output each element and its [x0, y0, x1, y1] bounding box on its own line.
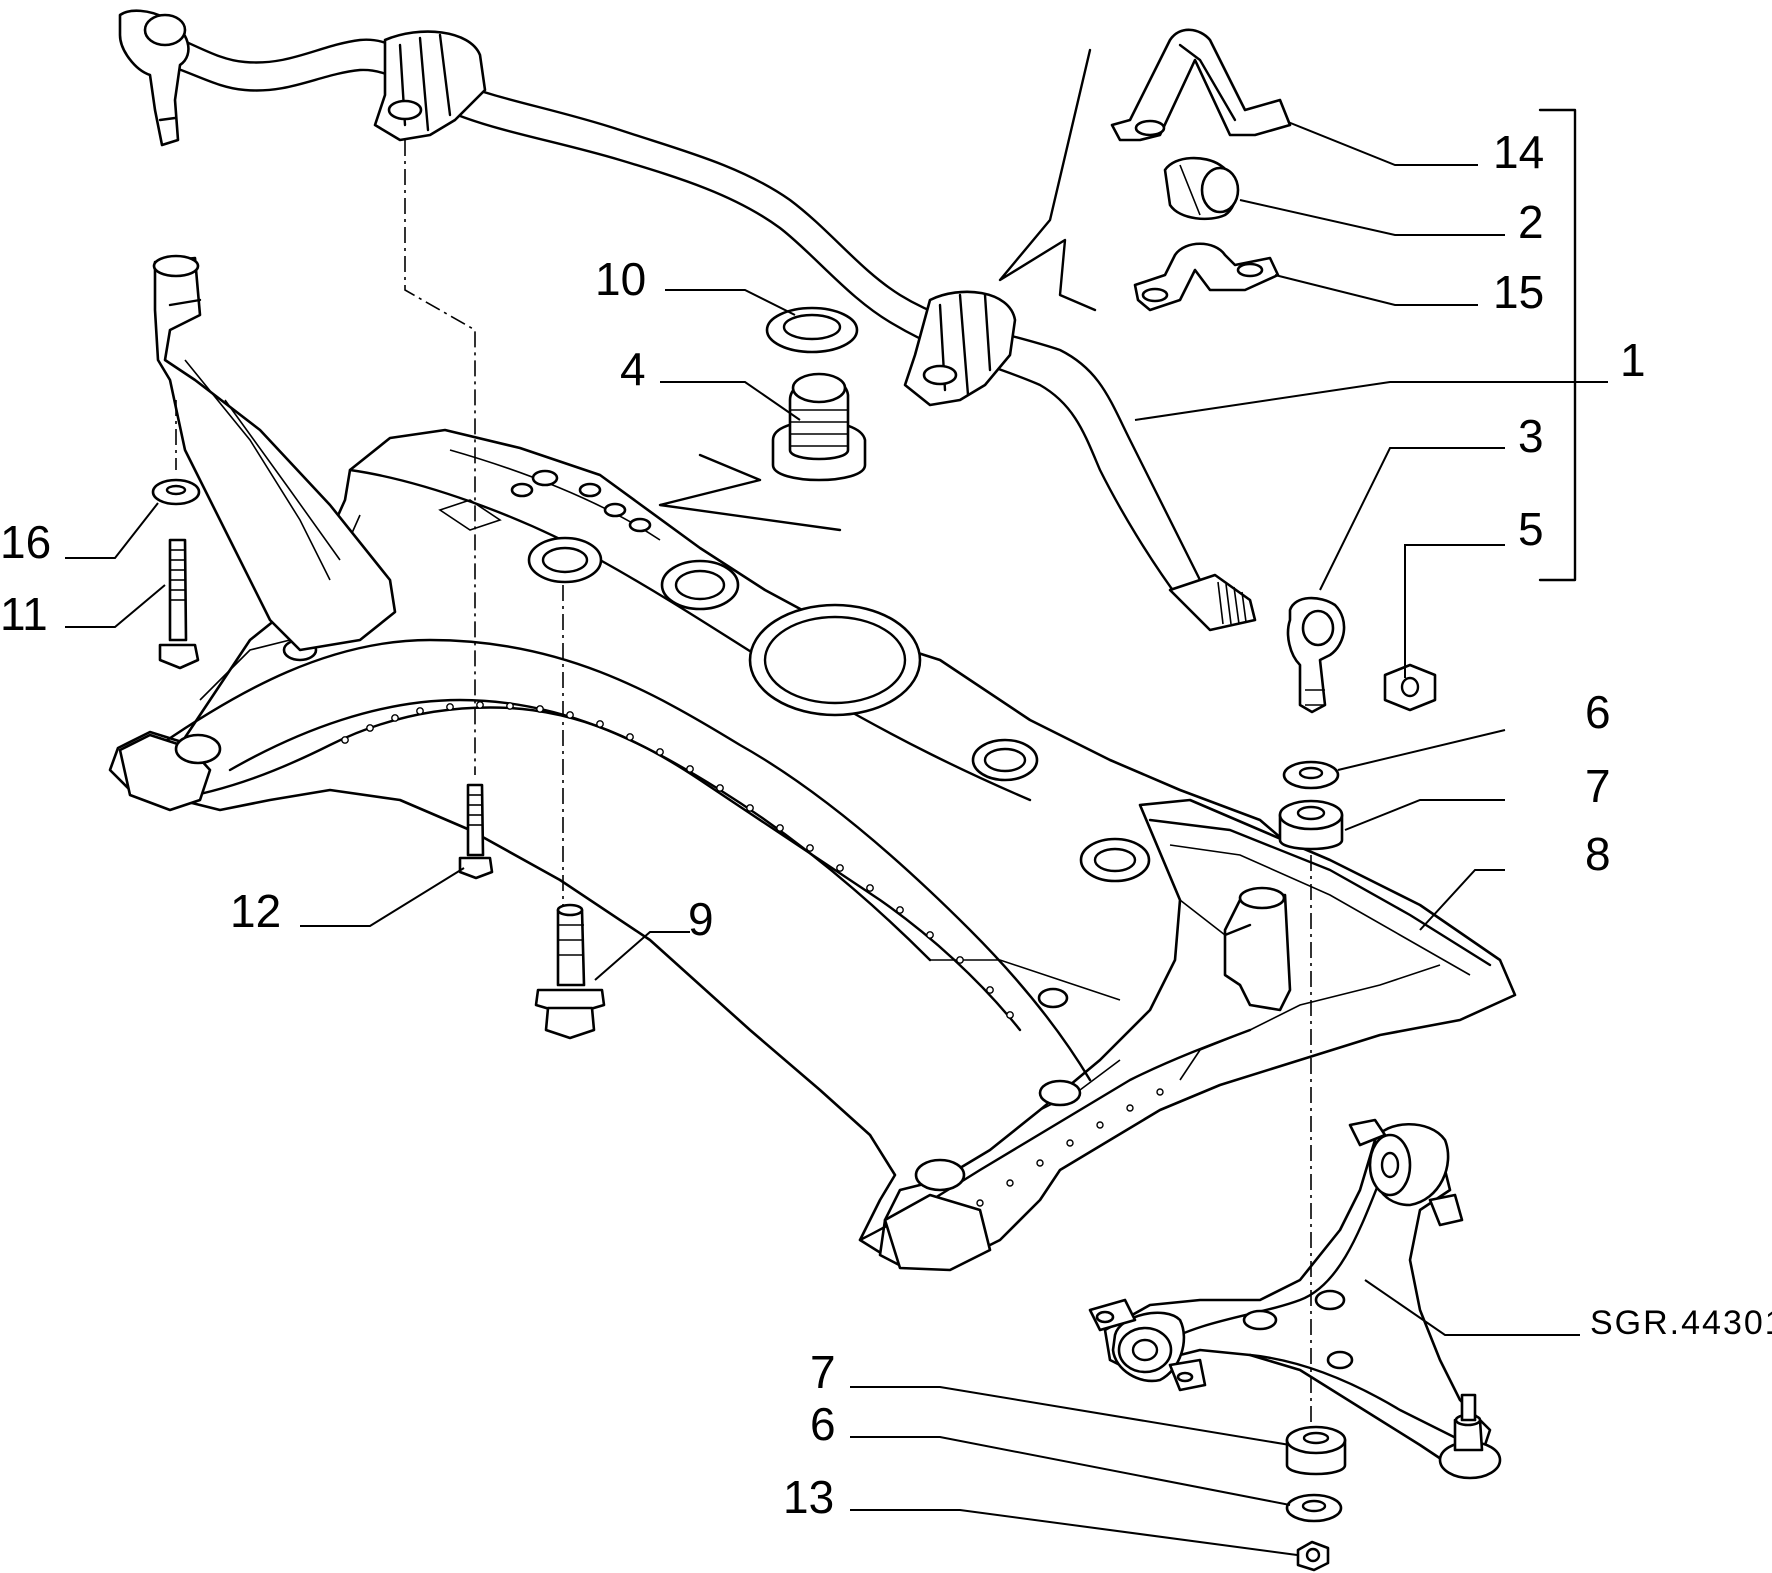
callout-9: 9: [688, 893, 714, 945]
callout-14: 14: [1493, 126, 1544, 178]
part-4-bump-stop[interactable]: [771, 372, 867, 482]
callout-1: 1: [1620, 334, 1646, 386]
lower-control-arm[interactable]: [1088, 1118, 1502, 1480]
callout-7-bottom: 7: [810, 1346, 836, 1398]
callout-3: 3: [1518, 410, 1544, 462]
part-3-end-link[interactable]: [1286, 596, 1346, 714]
callout-12: 12: [230, 885, 281, 937]
reference-code: SGR.44301: [1590, 1304, 1772, 1342]
callout-15: 15: [1493, 266, 1544, 318]
part-6-washer-bottom[interactable]: [1285, 1493, 1343, 1523]
callout-4: 4: [620, 343, 646, 395]
subframe-perforations: [341, 701, 1164, 1207]
part-12-bolt[interactable]: [458, 783, 494, 880]
part-7-bush-bottom[interactable]: [1285, 1425, 1347, 1476]
part-15-clamp[interactable]: [1133, 242, 1280, 312]
part-2-bushing[interactable]: [1163, 156, 1240, 221]
subframe-mount-boss-4: [1079, 837, 1151, 883]
callout-6-bottom: 6: [810, 1398, 836, 1450]
part-13-nut[interactable]: [1296, 1540, 1330, 1572]
bar-bracket-middle[interactable]: [903, 290, 1017, 407]
part-7-bush-top[interactable]: [1278, 799, 1344, 851]
callout-5: 5: [1518, 503, 1544, 555]
callout-13: 13: [783, 1471, 834, 1523]
subframe-mount-boss-1: [527, 536, 603, 584]
callout-2: 2: [1518, 196, 1544, 248]
subframe-crossmember[interactable]: [108, 254, 1517, 1272]
part-9-flange-bolt[interactable]: [534, 903, 606, 1040]
end-link-left[interactable]: [118, 9, 190, 147]
leader-lines: [65, 121, 1608, 1556]
part-5-nut[interactable]: [1383, 663, 1437, 712]
anti-roll-bar-thread: [1217, 581, 1247, 625]
callout-6-top: 6: [1585, 686, 1611, 738]
part-10-washer[interactable]: [765, 306, 859, 354]
anti-roll-bar[interactable]: [148, 26, 1257, 632]
callout-8: 8: [1585, 828, 1611, 880]
part-16-washer[interactable]: [151, 478, 201, 506]
callout-16: 16: [0, 516, 51, 568]
callout-10: 10: [595, 253, 646, 305]
part-11-bolt[interactable]: [158, 538, 200, 670]
callout-7-top: 7: [1585, 760, 1611, 812]
bar-bracket-left[interactable]: [373, 30, 487, 142]
subframe-mount-boss-3: [971, 738, 1039, 782]
callouts: 14 2 15 1 10 4 3 5 16 11 6 7 8 12 9 7 6 …: [0, 126, 1772, 1523]
callout-11: 11: [0, 588, 48, 640]
part-6-washer-top[interactable]: [1282, 760, 1340, 790]
subframe-mount-boss-2: [660, 559, 740, 611]
part-14-bracket[interactable]: [1110, 28, 1292, 142]
